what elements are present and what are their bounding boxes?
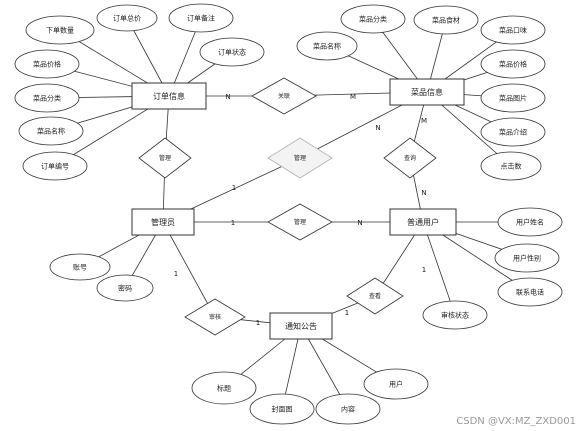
entity-label: 通知公告: [285, 321, 317, 331]
attribute-a-notice-cover: 封面图: [249, 393, 315, 425]
relationship-connector: [162, 221, 216, 318]
cardinality-label: M: [421, 117, 427, 125]
attribute-label: 菜品图片: [499, 94, 527, 103]
attribute-label: 密码: [118, 284, 132, 293]
cardinality-label: M: [350, 93, 356, 101]
attribute-label: 联系电话: [516, 288, 544, 297]
attribute-a-notice-content: 内容: [315, 393, 381, 425]
attribute-a-dish-ingr: 菜品食材: [413, 5, 479, 35]
attribute-label: 菜品口味: [499, 26, 527, 35]
entity-user: 普通用户: [389, 208, 457, 236]
attribute-label: 用户性别: [513, 254, 541, 263]
attribute-label: 审核状态: [441, 311, 469, 320]
attribute-a-dish-img: 菜品图片: [480, 83, 546, 113]
relationship-r-manage1: 管理: [138, 137, 192, 179]
attribute-a-order-remark: 订单备注: [168, 3, 234, 33]
attribute-label: 内容: [341, 405, 355, 414]
cardinality-label: N: [357, 219, 362, 227]
attribute-a-user-gender: 用户性别: [494, 243, 560, 273]
attribute-label: 订单编号: [41, 162, 69, 171]
watermark: CSDN @VX:MZ_ZXD001: [456, 416, 576, 427]
attribute-label: 订单备注: [187, 14, 215, 23]
relationship-r-query: 查询: [383, 137, 437, 179]
attribute-label: 订单状态: [218, 48, 246, 57]
attribute-label: 用户: [389, 380, 403, 389]
attribute-label: 菜品食材: [432, 16, 460, 25]
attribute-a-dish-intro: 菜品介绍: [480, 117, 546, 147]
relationship-r-view: 查看: [346, 277, 404, 315]
attribute-a-order-dcat: 菜品分类: [14, 83, 80, 113]
entity-label: 管理员: [151, 217, 175, 227]
relationship-label: 审核: [209, 313, 221, 321]
relationship-label: 关联: [278, 92, 290, 100]
relationship-label: 查询: [404, 154, 416, 162]
entity-label: 菜品信息: [411, 87, 443, 97]
attribute-label: 菜品价格: [33, 60, 61, 69]
attribute-label: 菜品分类: [359, 15, 387, 24]
attribute-a-order-no: 订单编号: [22, 151, 88, 181]
cardinality-label: 1: [256, 319, 260, 327]
attribute-a-dish-price: 菜品价格: [480, 49, 546, 79]
cardinality-label: 1: [174, 270, 178, 278]
attribute-label: 下单数量: [46, 26, 74, 35]
relationship-label: 管理: [294, 218, 306, 226]
relationship-r-manage2: 管理: [267, 137, 333, 179]
attribute-label: 菜品价格: [499, 60, 527, 69]
cardinality-label: 1: [422, 266, 426, 274]
attribute-a-user-audit: 审核状态: [422, 300, 488, 330]
attribute-a-order-price: 订单总价: [96, 4, 158, 32]
attribute-label: 用户姓名: [516, 218, 544, 227]
entity-label: 普通用户: [407, 217, 439, 227]
entity-order: 订单信息: [131, 82, 207, 110]
relationship-r-audit: 审核: [184, 298, 246, 336]
attribute-a-order-dname: 菜品名称: [18, 116, 84, 146]
attribute-connector: [422, 221, 456, 316]
attribute-a-dish-taste: 菜品口味: [480, 15, 546, 45]
relationship-r-manage3: 管理: [267, 203, 333, 241]
attribute-a-dish-clicks: 点击数: [480, 151, 542, 181]
attribute-a-order-qty: 下单数量: [25, 15, 95, 45]
attribute-a-user-name: 用户姓名: [497, 207, 563, 237]
relationship-label: 管理: [294, 154, 306, 162]
entity-notice: 通知公告: [269, 312, 333, 340]
attribute-a-order-dprice: 菜品价格: [14, 49, 80, 79]
entity-label: 订单信息: [153, 91, 185, 101]
cardinality-label: N: [375, 124, 380, 132]
attribute-label: 点击数: [501, 162, 522, 171]
attribute-a-dish-name: 菜品名称: [296, 31, 358, 61]
cardinality-label: 1: [231, 219, 235, 227]
attribute-label: 菜品分类: [33, 94, 61, 103]
attribute-a-user-phone: 联系电话: [497, 277, 563, 307]
attribute-a-notice-title: 标题: [191, 371, 257, 405]
relationship-label: 管理: [159, 154, 171, 162]
attribute-a-admin-pwd: 密码: [96, 274, 154, 302]
attribute-a-notice-user: 用户: [363, 368, 429, 400]
diagram-shapes: 下单数量订单总价订单备注菜品价格订单状态菜品分类菜品名称订单编号菜品分类菜品食材…: [14, 3, 563, 425]
cardinality-label: 1: [232, 184, 236, 192]
relationship-r-relate: 关联: [251, 77, 317, 115]
attribute-label: 菜品介绍: [499, 128, 527, 137]
attribute-label: 账号: [73, 263, 87, 272]
entity-admin: 管理员: [131, 208, 195, 236]
attribute-a-order-status: 订单状态: [199, 37, 265, 67]
entity-dish: 菜品信息: [389, 78, 465, 106]
attribute-label: 封面图: [272, 405, 293, 414]
relationship-label: 查看: [369, 292, 381, 300]
attribute-label: 订单总价: [113, 14, 141, 23]
attribute-a-dish-cat: 菜品分类: [340, 4, 406, 34]
attribute-label: 菜品名称: [313, 42, 341, 51]
attribute-a-admin-acct: 账号: [49, 253, 111, 281]
cardinality-label: N: [421, 189, 426, 197]
cardinality-label: N: [225, 93, 230, 101]
cardinality-label: 1: [345, 309, 349, 317]
attribute-label: 标题: [217, 384, 231, 393]
attribute-label: 菜品名称: [37, 127, 65, 136]
